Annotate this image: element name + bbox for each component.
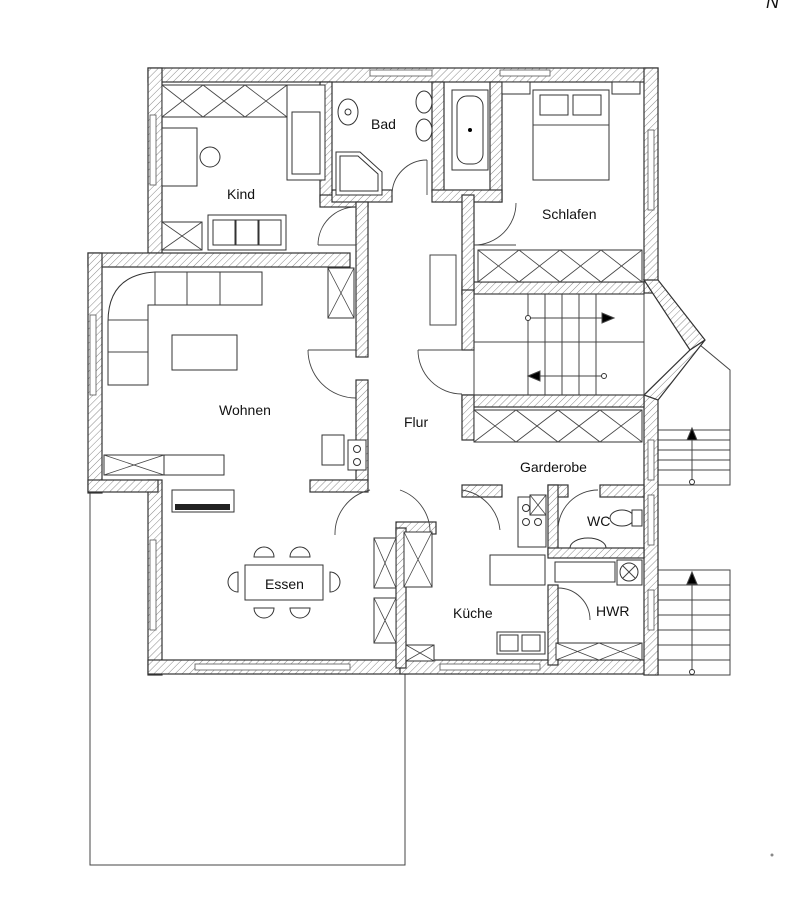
wohnen-furniture bbox=[103, 267, 367, 476]
essen-furniture bbox=[171, 489, 397, 644]
garderobe-furniture bbox=[429, 254, 643, 443]
room-label-kind: Kind bbox=[227, 186, 255, 202]
room-label-bad: Bad bbox=[371, 116, 396, 132]
room-label-hwr: HWR bbox=[596, 603, 629, 619]
windows bbox=[89, 69, 655, 671]
room-label-wc: WC bbox=[587, 513, 610, 529]
terrace-outline bbox=[89, 490, 406, 866]
room-label-garderobe: Garderobe bbox=[520, 459, 587, 475]
bathtub bbox=[451, 89, 489, 171]
room-label-flur: Flur bbox=[404, 414, 428, 430]
room-label-kueche: Küche bbox=[453, 605, 493, 621]
speck-dot bbox=[770, 853, 774, 857]
doors bbox=[307, 159, 599, 621]
north-marker: N bbox=[766, 0, 780, 12]
entrance-steps-upper bbox=[654, 426, 731, 486]
room-label-wohnen: Wohnen bbox=[219, 402, 271, 418]
room-label-schlafen: Schlafen bbox=[542, 206, 596, 222]
entrance-steps-lower bbox=[654, 569, 731, 676]
wc-hwr-furniture bbox=[554, 509, 643, 661]
bad-furniture bbox=[335, 90, 433, 196]
staircase bbox=[473, 293, 645, 396]
schlafen-furniture bbox=[477, 81, 643, 283]
kueche-furniture bbox=[403, 494, 547, 662]
kind-furniture bbox=[161, 84, 326, 251]
room-label-essen: Essen bbox=[265, 576, 304, 592]
